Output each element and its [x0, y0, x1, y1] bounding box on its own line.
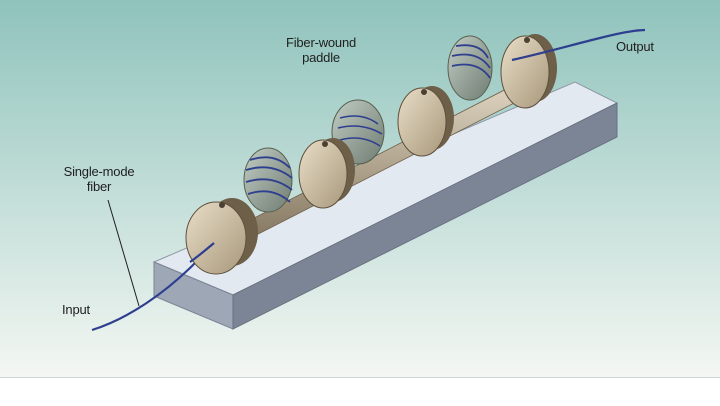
input-label: Input	[62, 302, 90, 317]
paddle-1-winding	[245, 156, 293, 203]
output-fiber	[511, 28, 646, 62]
housing-front-face	[185, 201, 247, 275]
fiber-label-line1: Single-mode	[63, 164, 135, 179]
housing-middle-face	[397, 87, 447, 157]
fiber-label-line2: fiber	[86, 179, 112, 194]
base-plate	[152, 81, 619, 330]
paddle-2-winding	[337, 115, 383, 147]
housing-rear-screw	[524, 37, 530, 43]
diagram-canvas	[0, 0, 720, 378]
housing-front-screw	[219, 202, 225, 208]
base-plate-side	[232, 102, 618, 330]
housing-middle	[397, 86, 454, 157]
paddle-label-line1: Fiber-wound	[285, 35, 357, 50]
housing-front	[185, 198, 258, 275]
housing-middle-screw	[421, 89, 427, 95]
paddle-3-disc	[447, 35, 493, 101]
housing-front-middle	[298, 138, 355, 209]
paddle-label-line2: paddle	[302, 50, 340, 65]
housing-rear-face	[500, 35, 550, 109]
paddle-1	[243, 147, 293, 213]
fiber-leader-line	[107, 199, 140, 307]
housing-front-middle-screw	[322, 141, 328, 147]
fiber-label: Single-mode fiber	[44, 164, 154, 194]
paddle-label: Fiber-wound paddle	[262, 35, 380, 65]
input-fiber-entry	[189, 242, 215, 263]
housing-front-middle-face	[298, 139, 348, 209]
paddle-3-winding	[451, 44, 491, 79]
footer-strip	[0, 377, 720, 406]
output-label: Output	[616, 39, 654, 54]
paddle-3	[447, 35, 493, 101]
